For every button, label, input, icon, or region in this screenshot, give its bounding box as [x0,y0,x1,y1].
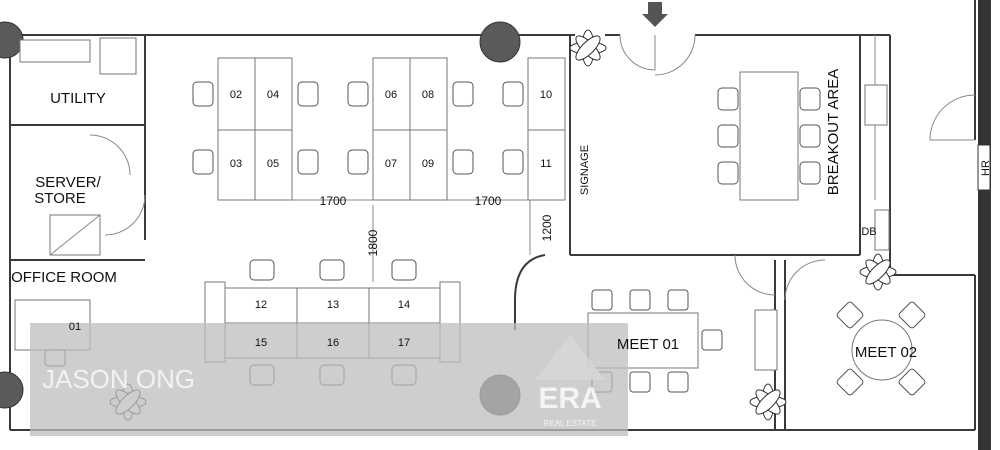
room-label-server-line1: SERVER/ [35,174,101,191]
db-label: DB [861,226,876,238]
desk-number: 02 [230,89,242,101]
desk-number: 03 [230,158,242,170]
watermark-brand: ERA [538,382,601,415]
era-logo [535,335,605,380]
desk-number: 05 [267,158,279,170]
room-label-meet-02: MEET 02 [855,344,917,361]
desk-number: 16 [327,337,339,349]
watermark-brand-sub: REAL ESTATE [544,419,597,428]
desk-number: 13 [327,299,339,311]
dimension-label: 1200 [540,214,554,241]
desk-number: 04 [267,89,279,101]
workstation-chairs-top [192,81,524,175]
dimension-lines [292,199,531,282]
desk-number: 06 [385,89,397,101]
breakout-chairs [717,87,821,185]
desk-number: 08 [422,89,434,101]
meet-02-furniture [836,301,926,396]
door-swings [89,34,976,301]
dimension-label: 1700 [320,194,347,208]
watermark-band [30,323,628,436]
office-desk-number: 01 [69,321,81,333]
signage-label: SIGNAGE [579,145,591,195]
hr-label: HR [980,160,992,176]
desk-number: 14 [398,299,410,311]
desk-number: 12 [255,299,267,311]
watermark-agent-name: JASON ONG [42,364,195,394]
dimension-label: 1800 [366,229,380,256]
desk-number: 09 [422,158,434,170]
desk-number: 11 [540,158,551,170]
entry-arrow-icon [642,2,668,27]
room-label-meet-01: MEET 01 [617,336,679,353]
desk-number: 10 [540,89,552,101]
desk-number: 15 [255,337,267,349]
room-label-office: OFFICE ROOM [11,269,117,286]
room-label-breakout: BREAKOUT AREA [825,69,842,195]
room-label-utility: UTILITY [50,90,106,107]
outer-walls [9,0,991,450]
desk-number: 17 [398,337,410,349]
dimension-label: 1700 [475,194,502,208]
workstation-desks-top [217,57,566,201]
desk-number: 07 [385,158,397,170]
room-label-server-line2: STORE [34,190,85,207]
